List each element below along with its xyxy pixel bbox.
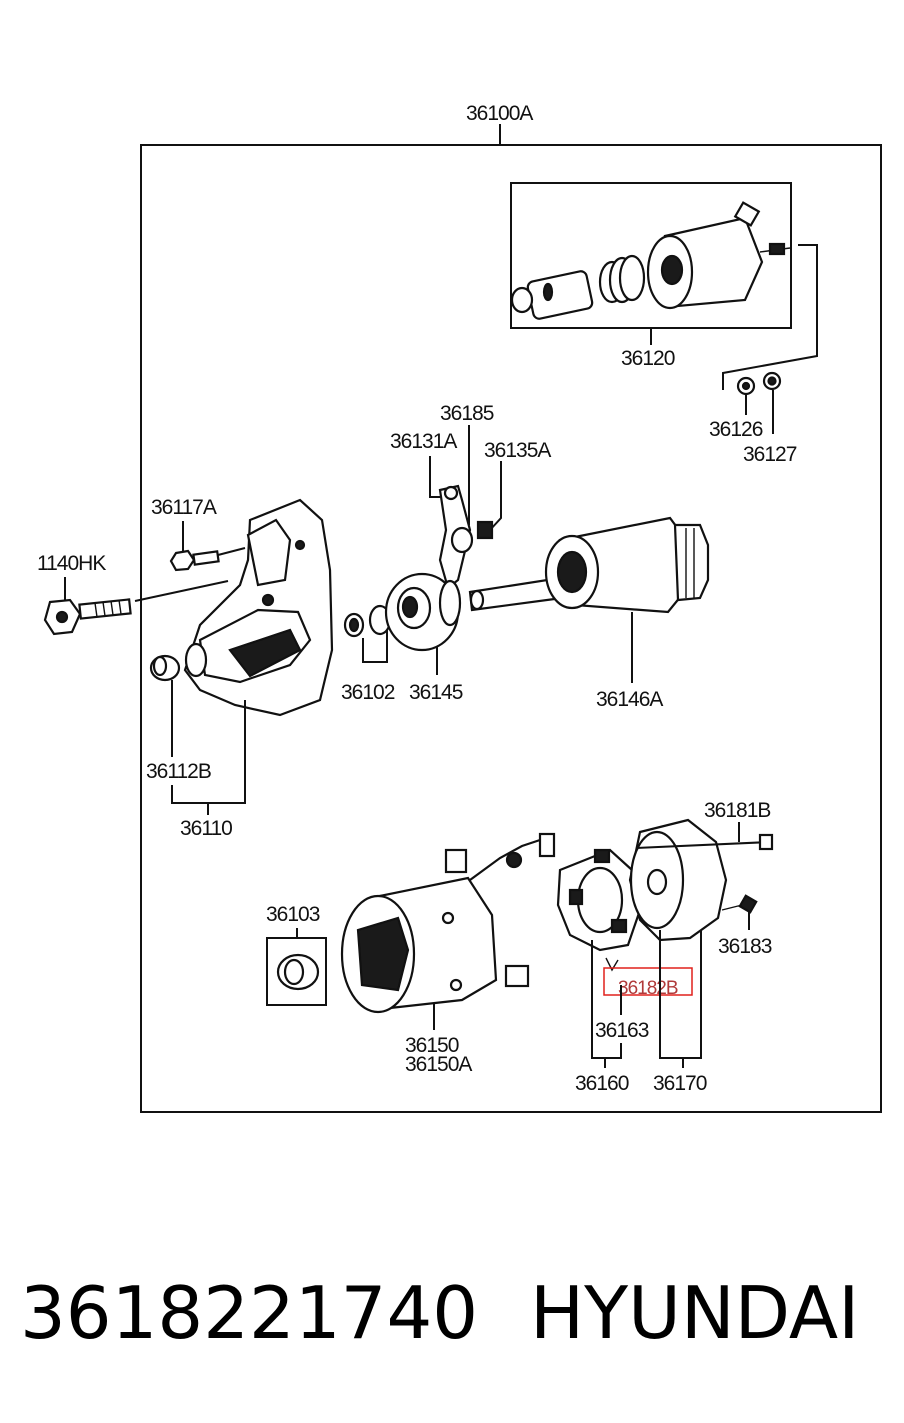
rear-cover-group: 36181B 36183 36182B 36163 36160 36170 [556, 799, 774, 1095]
plunger-part [510, 270, 594, 320]
label-36181b: 36181B [704, 799, 770, 822]
front-housing-group: 36112B 36110 [146, 498, 334, 840]
brand-name: HYUNDAI [530, 1271, 859, 1355]
stop-ring-part [343, 604, 392, 638]
bolt-36117a-group: 36117A [151, 496, 246, 572]
highlight-box [603, 967, 693, 996]
bushing-36103-group: 36103 [266, 903, 327, 1006]
label-36185: 36185 [440, 402, 494, 425]
bolt-part-small [169, 549, 220, 572]
pinion-group: 36102 36145 [341, 572, 464, 704]
rear-cover-part [628, 818, 774, 942]
armature-part [468, 516, 710, 614]
label-36127: 36127 [743, 443, 797, 466]
label-36131a: 36131A [390, 430, 457, 453]
bolt-1140hk-group: 1140HK [37, 552, 229, 636]
pinion-part [384, 572, 462, 652]
label-36170: 36170 [653, 1072, 707, 1095]
label-36120: 36120 [621, 347, 675, 370]
label-36163: 36163 [595, 1019, 649, 1042]
label-36135a: 36135A [484, 439, 551, 462]
yoke-group: 36150 36150A [340, 832, 556, 1076]
highlighted-part-36182b[interactable]: 36182B [603, 967, 693, 999]
nut-part-a [736, 376, 756, 396]
yoke-part [340, 832, 556, 1014]
solenoid-group: 36120 [510, 182, 792, 370]
solenoid-spring-part [598, 254, 646, 304]
label-36182b: 36182B [618, 978, 678, 999]
bushing-36103-part [276, 953, 320, 991]
assembly-frame: 36100A [140, 102, 882, 1113]
label-36150: 36150 [405, 1034, 459, 1057]
part-number: 3618221740 [20, 1271, 478, 1355]
label-36145: 36145 [409, 681, 463, 704]
label-36183: 36183 [718, 935, 772, 958]
shift-lever-part [438, 484, 494, 590]
label-1140hk: 1140HK [37, 552, 106, 575]
nut-part-b [762, 371, 782, 391]
shift-lever-group: 36185 36131A 36135A [390, 402, 552, 590]
label-36110: 36110 [180, 817, 232, 840]
label-36150a: 36150A [405, 1053, 472, 1076]
label-36102: 36102 [341, 681, 395, 704]
solenoid-body-part [646, 201, 791, 310]
label-36100a: 36100A [466, 102, 533, 125]
screw-part [721, 894, 758, 914]
label-36112b: 36112B [146, 760, 211, 783]
nuts-group: 36126 36127 [709, 244, 818, 466]
label-36146a: 36146A [596, 688, 663, 711]
label-36103: 36103 [266, 903, 320, 926]
bolt-part-large [43, 598, 132, 636]
label-36126: 36126 [709, 418, 763, 441]
brush-holder-part [556, 848, 642, 972]
label-36117a: 36117A [151, 496, 217, 519]
bushing-36112b-part [149, 654, 181, 682]
armature-group: 36146A [468, 516, 710, 711]
footer: 3618221740 HYUNDAI [20, 1271, 859, 1355]
label-36160: 36160 [575, 1072, 629, 1095]
front-housing-part [183, 498, 334, 717]
